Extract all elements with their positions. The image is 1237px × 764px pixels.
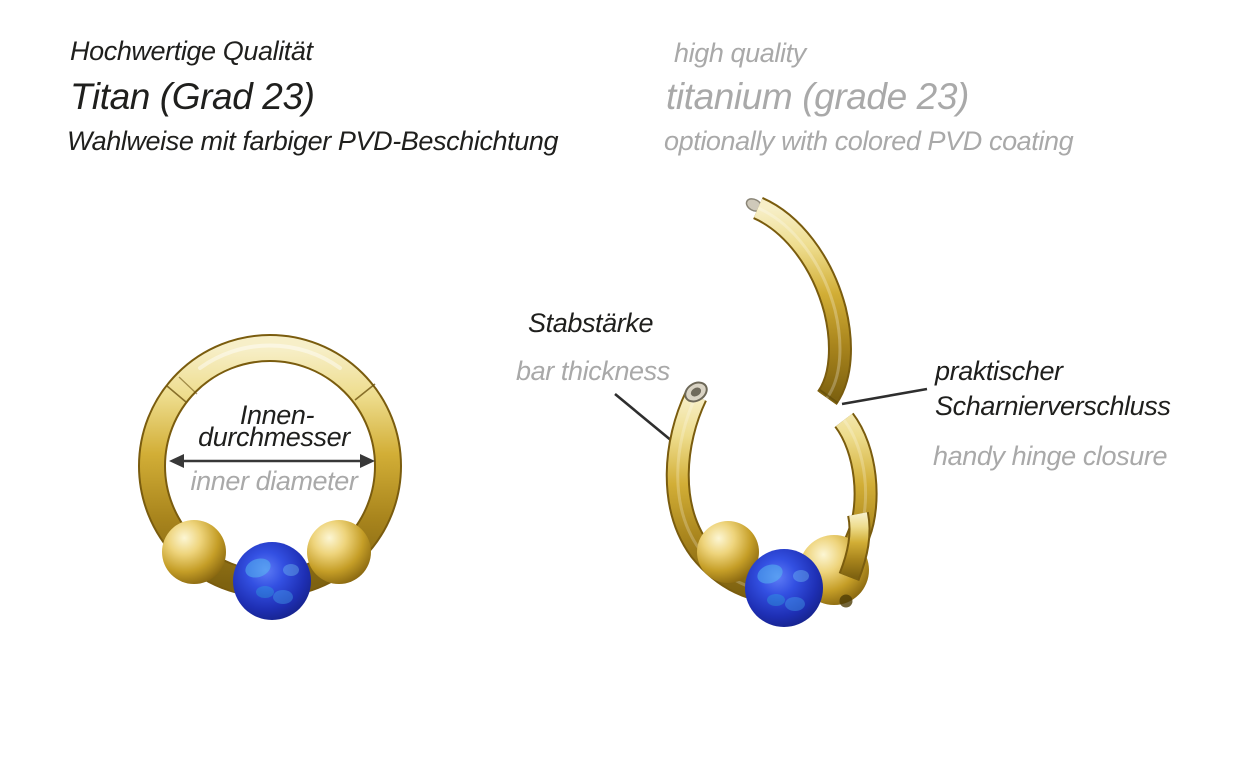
bar-through-ball [838,511,871,582]
header-de-material: Titan (Grad 23) [70,76,315,117]
inner-diameter-label-en: inner diameter [190,466,358,496]
gold-ball-left [162,520,226,584]
bar-tip-opening [684,381,708,403]
bar-thickness-leader-line [614,392,679,448]
opal-bead [745,549,823,627]
closed-ring-illustration [138,334,402,620]
open-ring-upper-arc [752,197,852,405]
hinge-notch [819,389,839,404]
hinge-leader-line [841,387,928,406]
header-de-coating: Wahlweise mit farbiger PVD-Beschichtung [67,126,559,156]
bar-thickness-label-en: bar thickness [516,356,670,386]
hinge-label-en: handy hinge closure [933,441,1168,471]
header-de-quality: Hochwertige Qualität [70,36,313,66]
gold-ball-right [307,520,371,584]
header-en-coating: optionally with colored PVD coating [664,126,1074,156]
inner-diameter-arrow-icon [169,454,375,468]
ring-highlight [198,343,342,370]
hinge-label-de-line2: Scharnierverschluss [935,391,1171,421]
bar-thickness-label-de: Stabstärke [528,308,654,338]
inner-diameter-label-de-line2: durchmesser [198,422,350,452]
hinge-seam-left [166,385,187,403]
hinge-seam-right [354,383,376,401]
header-en-quality: high quality [674,38,806,68]
hinge-label-de-line1: praktischer [935,356,1063,386]
inner-diameter-label-de-line1: Innen- [239,400,315,430]
gold-ball-left [697,521,759,583]
ball-through-hole [839,594,853,608]
hinge-seam-left-2 [178,376,198,395]
opal-bead [233,542,311,620]
open-ring-illustration [614,197,928,627]
header-en-material: titanium (grade 23) [666,76,969,117]
